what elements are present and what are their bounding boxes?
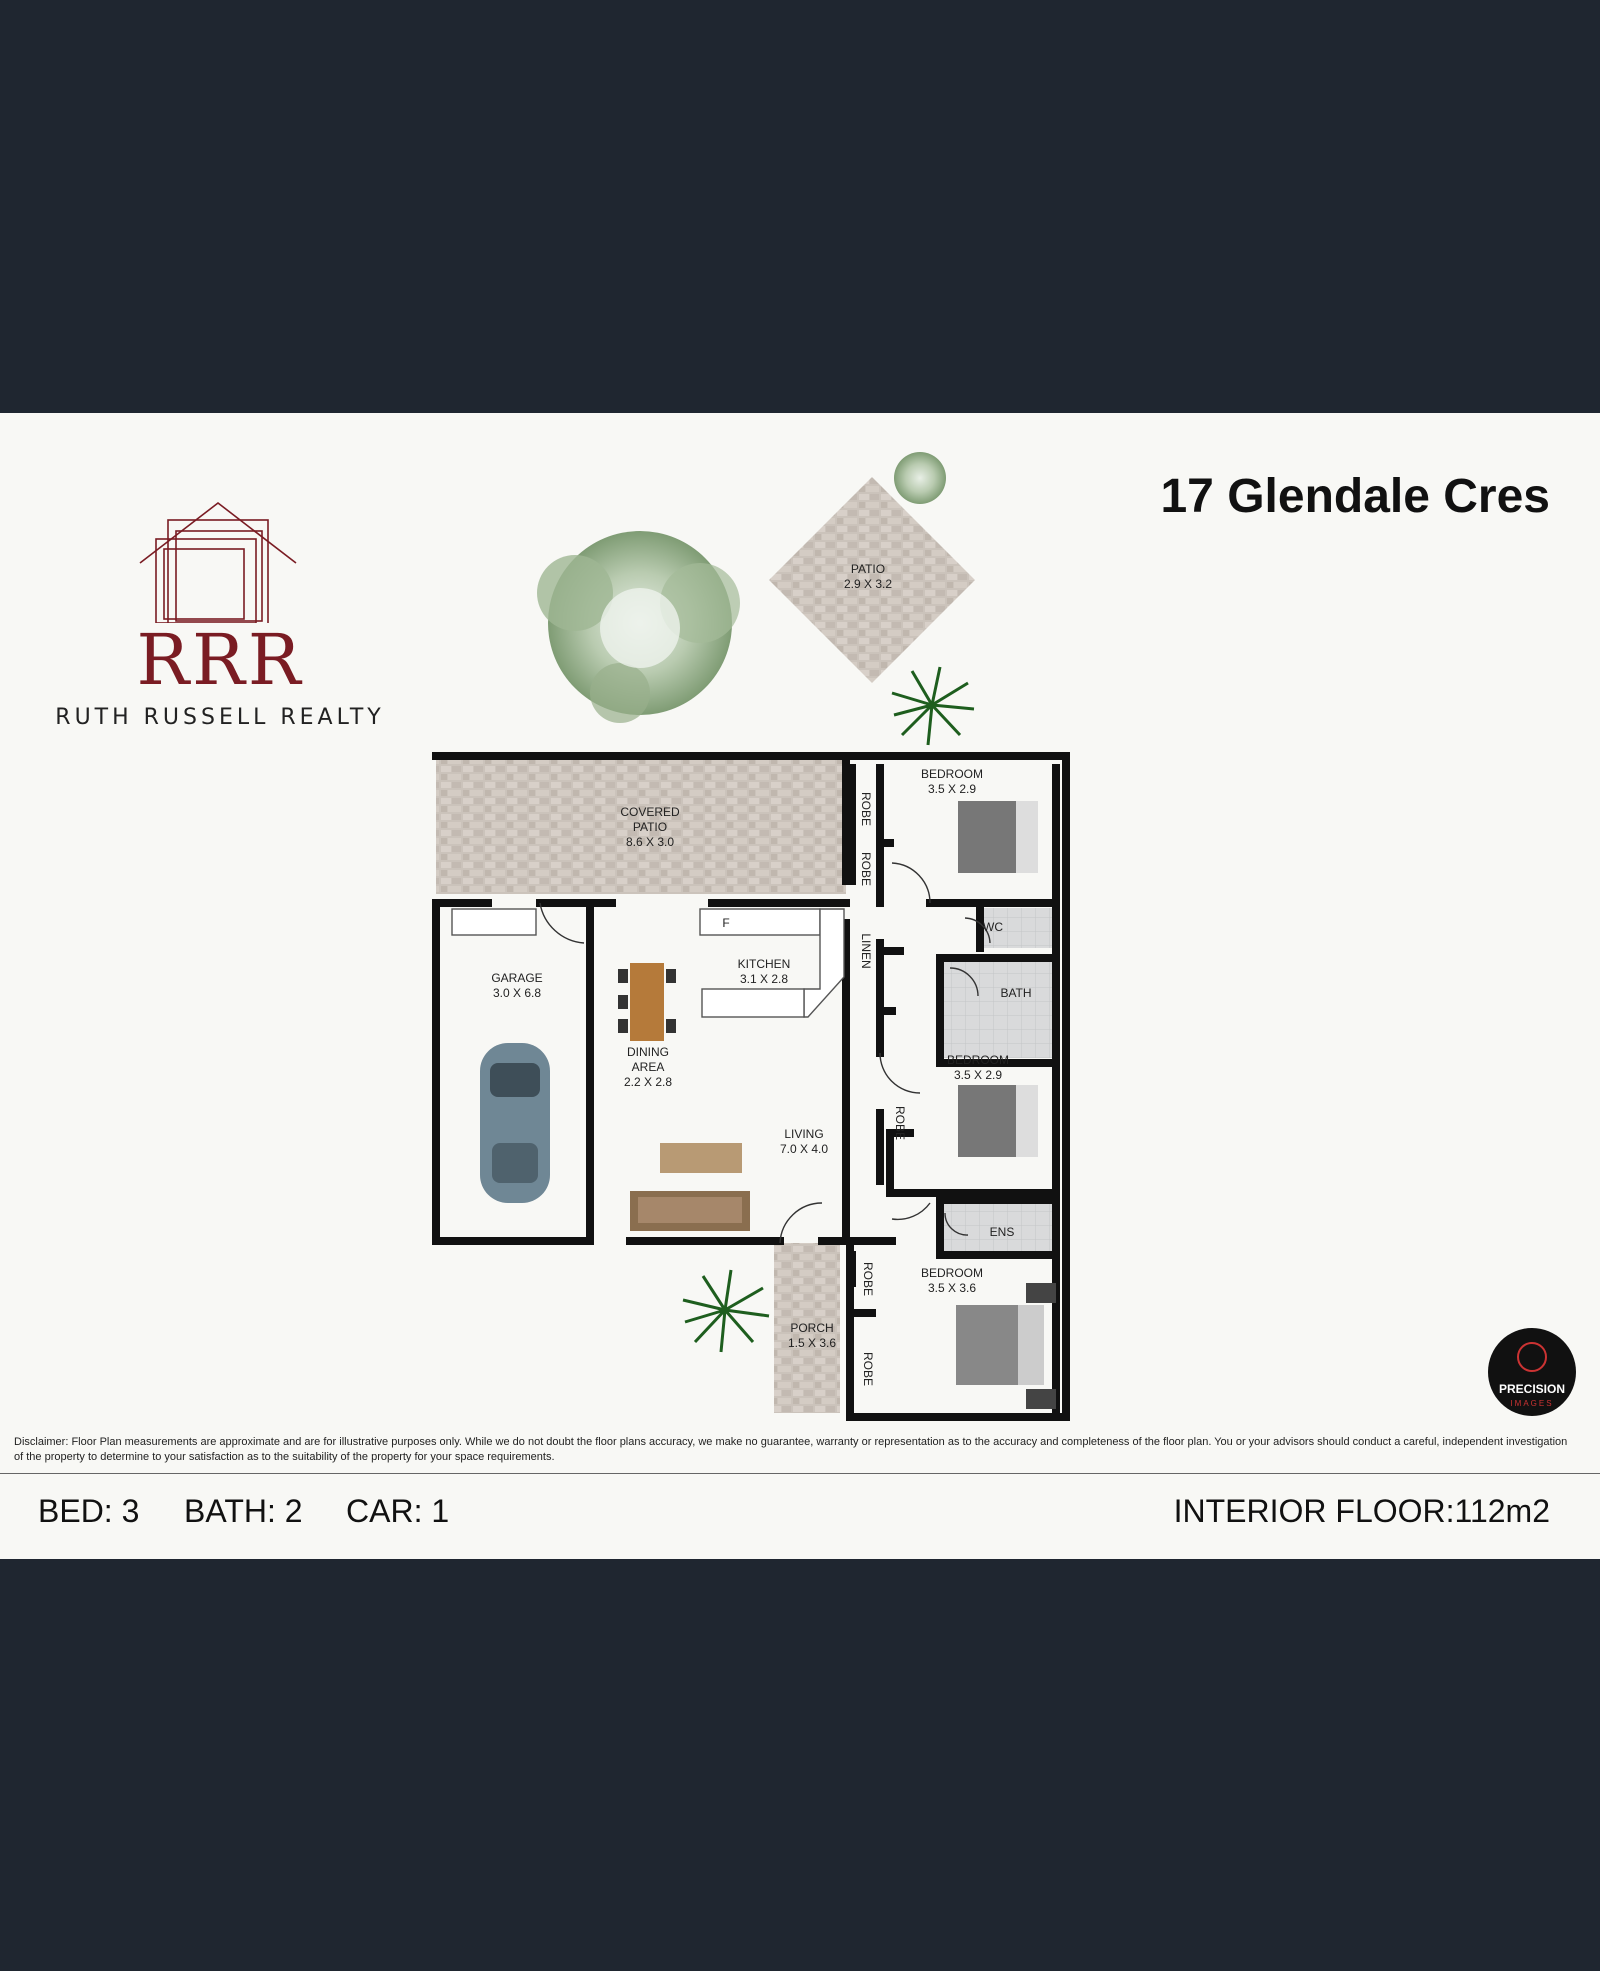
porch bbox=[774, 1243, 840, 1413]
property-address: 17 Glendale Cres bbox=[1160, 470, 1550, 523]
covered-patio-name1: COVERED bbox=[620, 805, 680, 819]
bedroom2-size: 3.5 X 2.9 bbox=[954, 1068, 1002, 1082]
kitchen-name: KITCHEN bbox=[738, 957, 791, 971]
floor-plan-sheet: RRR RUTH RUSSELL REALTY 17 Glendale Cres bbox=[0, 413, 1600, 1559]
walls bbox=[432, 752, 1070, 1421]
interior-floor-area: INTERIOR FLOOR:112m2 bbox=[1173, 1493, 1550, 1529]
robe-label: ROBE bbox=[859, 792, 873, 826]
brand-letters: RRR bbox=[136, 619, 304, 701]
palm-icon bbox=[891, 666, 975, 746]
dining-name1: DINING bbox=[627, 1045, 669, 1059]
kitchen-size: 3.1 X 2.8 bbox=[740, 972, 788, 986]
porch-size: 1.5 X 3.6 bbox=[788, 1336, 836, 1350]
doors bbox=[539, 862, 991, 1244]
precision-images-badge: PRECISION IMAGES bbox=[1488, 1328, 1576, 1416]
coffee-table bbox=[660, 1143, 742, 1173]
badge-line2: IMAGES bbox=[1510, 1399, 1553, 1408]
bedroom3-name: BEDROOM bbox=[921, 1266, 983, 1280]
bed-icon bbox=[956, 1283, 1056, 1409]
divider bbox=[0, 1473, 1600, 1474]
tree-icon bbox=[537, 531, 740, 723]
kitchen-bench bbox=[451, 908, 845, 1018]
garage-size: 3.0 X 6.8 bbox=[493, 986, 541, 1000]
garage-name: GARAGE bbox=[491, 971, 542, 985]
disclaimer-text: Disclaimer: Floor Plan measurements are … bbox=[14, 1436, 1568, 1463]
bath-count: BATH: 2 bbox=[184, 1493, 303, 1529]
covered-patio bbox=[436, 756, 846, 894]
bedroom3-size: 3.5 X 3.6 bbox=[928, 1281, 976, 1295]
sofa-icon bbox=[630, 1191, 750, 1231]
bedroom1-name: BEDROOM bbox=[921, 767, 983, 781]
bedroom1-size: 3.5 X 2.9 bbox=[928, 782, 976, 796]
bath-label: BATH bbox=[1000, 986, 1031, 1000]
robe-label: ROBE bbox=[859, 852, 873, 886]
shrub-icon bbox=[894, 452, 946, 504]
robe-label: ROBE bbox=[861, 1262, 875, 1296]
covered-patio-name2: PATIO bbox=[633, 820, 667, 834]
dining-name2: AREA bbox=[632, 1060, 665, 1074]
living-name: LIVING bbox=[784, 1127, 823, 1141]
porch-name: PORCH bbox=[790, 1321, 833, 1335]
robe-label: ROBE bbox=[861, 1352, 875, 1386]
car-icon bbox=[480, 1043, 550, 1203]
robe-label: ROBE bbox=[893, 1106, 907, 1140]
floor-plan: PATIO 2.9 X 3.2 COVERED PATIO 8.6 X 3.0 … bbox=[432, 452, 1576, 1421]
living-size: 7.0 X 4.0 bbox=[780, 1142, 828, 1156]
robe-labels: ROBE ROBE LINEN ROBE ROBE ROBE bbox=[859, 792, 907, 1386]
patio-size: 2.9 X 3.2 bbox=[844, 577, 892, 591]
car-count: CAR: 1 bbox=[346, 1493, 450, 1529]
brand-logo: RRR RUTH RUSSELL REALTY bbox=[40, 453, 400, 743]
bed-icon bbox=[958, 1085, 1038, 1157]
dining-size: 2.2 X 2.8 bbox=[624, 1075, 672, 1089]
ens-label: ENS bbox=[990, 1225, 1015, 1239]
badge-line1: PRECISION bbox=[1499, 1382, 1565, 1396]
brand-name: RUTH RUSSELL REALTY bbox=[55, 705, 385, 730]
bed-icon bbox=[958, 801, 1038, 873]
covered-patio-size: 8.6 X 3.0 bbox=[626, 835, 674, 849]
patio: PATIO 2.9 X 3.2 bbox=[769, 477, 975, 683]
palm-icon bbox=[682, 1269, 770, 1353]
patio-name: PATIO bbox=[851, 562, 885, 576]
fridge-label: F bbox=[722, 916, 729, 930]
wc-label: WC bbox=[983, 920, 1003, 934]
dining-table-icon bbox=[618, 963, 676, 1041]
bedroom2-name: BEDROOM bbox=[947, 1053, 1009, 1067]
linen-label: LINEN bbox=[859, 933, 873, 968]
bed-count: BED: 3 bbox=[38, 1493, 140, 1529]
